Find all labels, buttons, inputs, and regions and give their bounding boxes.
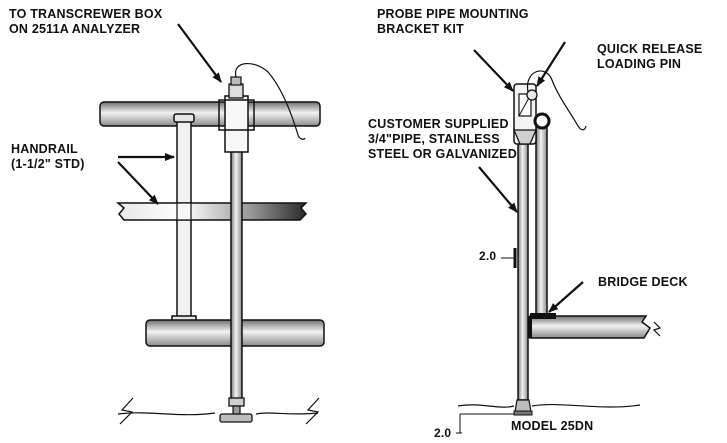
clamp-cap — [228, 83, 244, 99]
signal-cable — [235, 63, 306, 140]
customer-pipe — [517, 117, 529, 401]
bridge-deck-leader — [548, 281, 584, 313]
bridge-deck-beam — [529, 315, 651, 339]
customer-pipe-label: CUSTOMER SUPPLIED 3/4"PIPE, STAINLESS ST… — [368, 117, 517, 162]
top-handrail-pipe — [99, 101, 321, 127]
handrail-post-cap — [173, 113, 195, 123]
bracket-pipe — [535, 119, 548, 317]
loading-pin-head — [526, 89, 538, 101]
deck-plate-side — [528, 316, 532, 338]
sensor-face — [513, 410, 533, 416]
handrail-label: HANDRAIL (1-1/2" STD) — [11, 142, 85, 172]
handrail-label-line-2: (1-1/2" STD) — [11, 157, 85, 171]
bridge-deck-label: BRIDGE DECK — [598, 275, 688, 289]
dim-lower-label: 2.0 — [434, 426, 452, 440]
quick-release-label-line-1: QUICK RELEASE — [597, 42, 703, 56]
customer-pipe-label-line-1: CUSTOMER SUPPLIED — [368, 117, 509, 131]
quick-release-label: QUICK RELEASE LOADING PIN — [597, 42, 702, 72]
left-assembly — [99, 23, 325, 425]
transcrewer-label-line-1: TO TRANSCREWER BOX — [9, 7, 163, 21]
right-assembly — [456, 41, 662, 434]
customer-pipe-label-line-2: 3/4"PIPE, STAINLESS — [368, 132, 500, 146]
probe-pipe — [230, 149, 243, 403]
pivot-ring — [533, 112, 551, 130]
probe-bracket-label-line-2: BRACKET KIT — [377, 22, 464, 36]
sensor-collar — [228, 397, 245, 407]
sensor-foot — [219, 413, 253, 423]
middle-rail — [115, 202, 308, 221]
probe-clamp-box — [224, 95, 249, 153]
transcrewer-label-line-2: ON 2511A ANALYZER — [9, 22, 141, 36]
water-surface-right — [457, 403, 641, 408]
clamp-band — [218, 99, 255, 131]
customer-pipe-leader — [478, 166, 518, 213]
break-mark-right — [305, 397, 320, 425]
transcrewer-label: TO TRANSCREWER BOX ON 2511A ANALYZER — [9, 7, 162, 37]
handrail-post-mid-overlay — [176, 202, 192, 221]
customer-pipe-label-line-3: STEEL OR GALVANIZED — [368, 147, 517, 161]
model-label: MODEL 25DN — [511, 419, 594, 433]
clamp-cap-top — [230, 76, 242, 86]
probe-bracket-label-line-1: PROBE PIPE MOUNTING — [377, 7, 529, 21]
quick-release-label-line-2: LOADING PIN — [597, 57, 682, 71]
bracket-wedge — [513, 129, 537, 145]
deck-break-mark — [652, 321, 662, 337]
handrail-leader-lower — [117, 161, 159, 205]
transcrewer-leader — [177, 23, 222, 83]
probe-bracket-leader — [473, 49, 514, 92]
probe-bracket-label: PROBE PIPE MOUNTING BRACKET KIT — [377, 7, 529, 37]
handrail-label-line-1: HANDRAIL — [11, 142, 78, 156]
break-mark-left — [119, 397, 134, 425]
sensor-cone — [514, 399, 532, 413]
deck-plate — [530, 313, 556, 319]
water-surface-left — [117, 412, 319, 416]
bracket-lanyard — [527, 70, 587, 131]
dim-upper-label: 2.0 — [479, 249, 497, 263]
quick-release-leader — [536, 41, 566, 87]
